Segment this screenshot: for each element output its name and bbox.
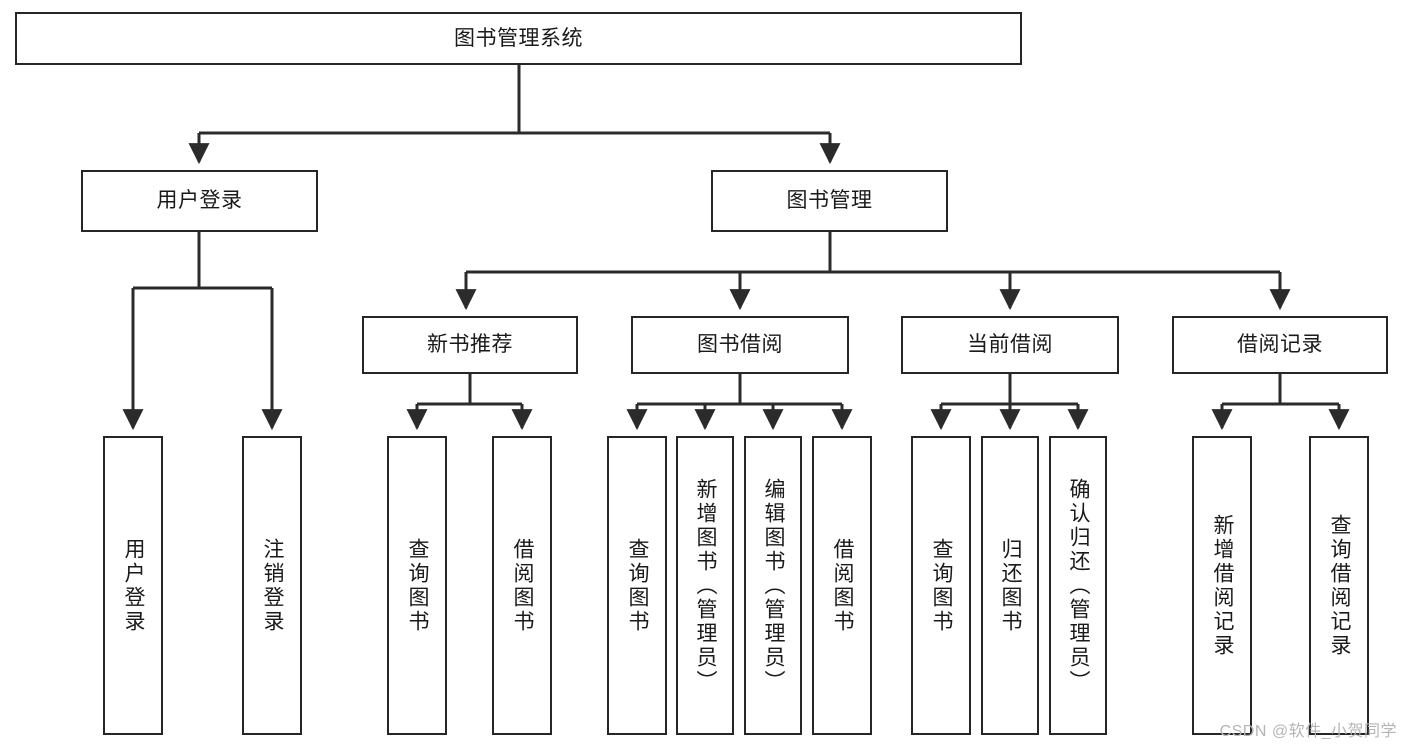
leaf-add-borrow-record[interactable]: 新增借阅记录 <box>1192 436 1252 735</box>
node-label: 查询图书 <box>406 537 430 634</box>
leaf-query-book-recommend[interactable]: 查询图书 <box>387 436 447 735</box>
node-label: 用户登录 <box>156 189 243 213</box>
node-label: 图书管理 <box>786 189 873 213</box>
node-label: 用户登录 <box>122 537 146 634</box>
node-label: 查询借阅记录 <box>1328 513 1352 658</box>
leaf-user-login[interactable]: 用户登录 <box>103 436 163 735</box>
node-label: 查询图书 <box>930 537 954 634</box>
leaf-borrow-book[interactable]: 借阅图书 <box>812 436 872 735</box>
leaf-return-book[interactable]: 归还图书 <box>981 436 1039 735</box>
node-label: 借阅图书 <box>511 537 535 634</box>
node-label: 确认归还（管理员） <box>1067 477 1091 694</box>
node-label: 归还图书 <box>999 537 1023 634</box>
node-label: 查询图书 <box>626 537 650 634</box>
node-borrow-record[interactable]: 借阅记录 <box>1172 316 1388 374</box>
node-label: 新增图书（管理员） <box>694 477 718 694</box>
node-label: 编辑图书（管理员） <box>762 477 786 694</box>
node-label: 注销登录 <box>261 537 285 634</box>
node-user-login[interactable]: 用户登录 <box>81 170 318 232</box>
leaf-logout[interactable]: 注销登录 <box>242 436 302 735</box>
csdn-watermark: CSDN @软件_小贺同学 <box>1219 723 1397 740</box>
node-current-borrow[interactable]: 当前借阅 <box>901 316 1119 374</box>
leaf-query-book-borrow[interactable]: 查询图书 <box>607 436 667 735</box>
leaf-edit-book-admin[interactable]: 编辑图书（管理员） <box>744 436 802 735</box>
leaf-query-borrow-record[interactable]: 查询借阅记录 <box>1309 436 1369 735</box>
leaf-confirm-return-admin[interactable]: 确认归还（管理员） <box>1049 436 1107 735</box>
node-label: 图书借阅 <box>697 333 783 357</box>
leaf-borrow-book-recommend[interactable]: 借阅图书 <box>492 436 552 735</box>
node-root-system[interactable]: 图书管理系统 <box>15 12 1022 65</box>
leaf-add-book-admin[interactable]: 新增图书（管理员） <box>676 436 734 735</box>
node-label: 新增借阅记录 <box>1211 513 1235 658</box>
node-label: 图书管理系统 <box>454 26 583 50</box>
node-label: 借阅图书 <box>831 537 855 634</box>
leaf-query-book-current[interactable]: 查询图书 <box>911 436 971 735</box>
node-label: 当前借阅 <box>967 333 1053 357</box>
node-new-book-recommend[interactable]: 新书推荐 <box>362 316 578 374</box>
node-label: 新书推荐 <box>427 333 513 357</box>
node-label: 借阅记录 <box>1237 333 1323 357</box>
node-book-management[interactable]: 图书管理 <box>711 170 948 232</box>
node-book-borrow[interactable]: 图书借阅 <box>631 316 849 374</box>
